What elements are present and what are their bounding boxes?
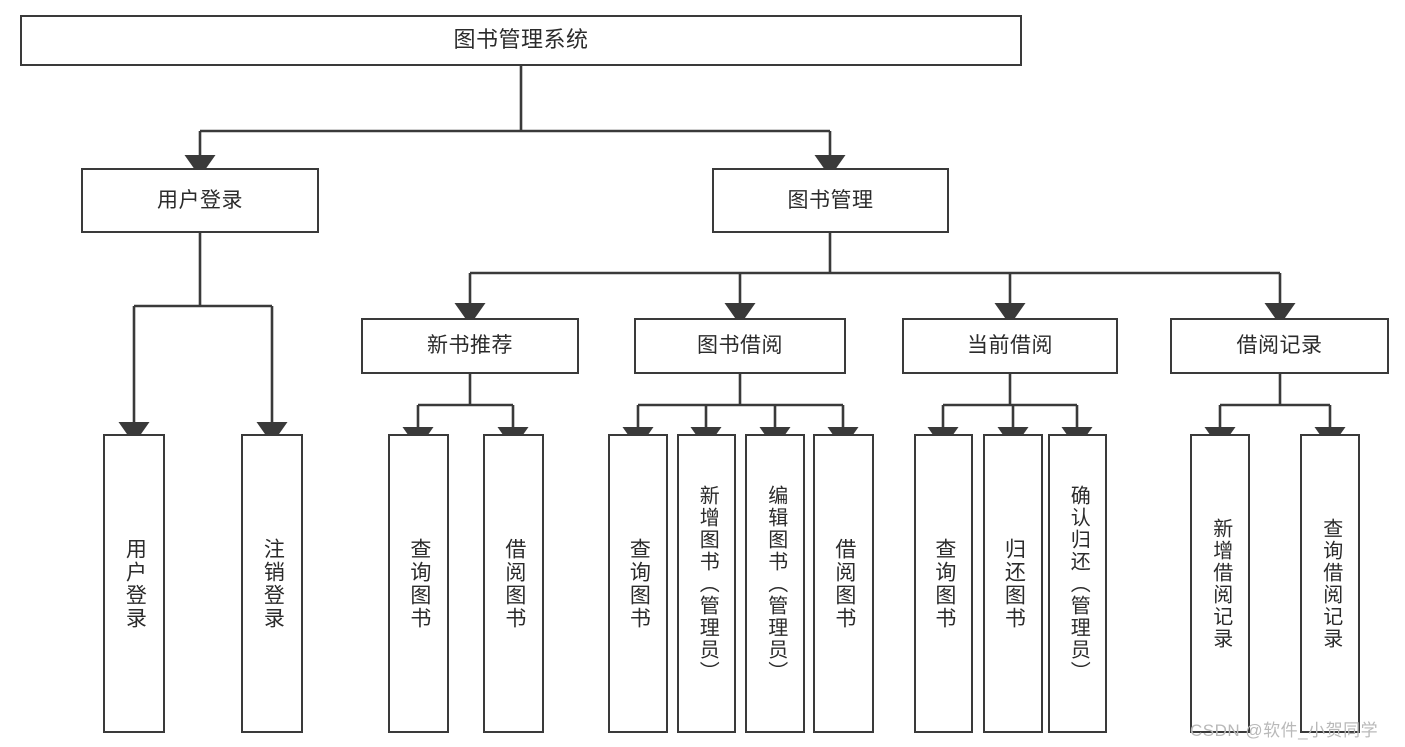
- node-label: 图书借阅: [697, 334, 783, 358]
- node-label: 新增借阅记录: [1209, 517, 1232, 650]
- node-label: 图书管理: [787, 188, 874, 212]
- node-label: 编辑图书（管理员）: [764, 484, 787, 683]
- leaf-user-login-signin[interactable]: 用户登录: [103, 434, 165, 733]
- csdn-watermark: CSDN @软件_小贺同学: [1190, 721, 1379, 740]
- leaf-current-return-book[interactable]: 归还图书: [983, 434, 1043, 733]
- node-label: 用户登录: [123, 537, 147, 630]
- node-label: 确认归还（管理员）: [1067, 484, 1090, 683]
- node-label: 借阅记录: [1236, 334, 1323, 358]
- node-label: 归还图书: [1002, 537, 1026, 630]
- node-label: 当前借阅: [967, 334, 1053, 358]
- leaf-current-query-book[interactable]: 查询图书: [914, 434, 973, 733]
- leaf-borrow-borrow-book[interactable]: 借阅图书: [813, 434, 874, 733]
- node-label: 查询图书: [932, 537, 956, 630]
- leaf-current-confirm-return-admin[interactable]: 确认归还（管理员）: [1048, 434, 1107, 733]
- leaf-new-book-query[interactable]: 查询图书: [388, 434, 449, 733]
- node-book-borrow[interactable]: 图书借阅: [634, 318, 846, 374]
- leaf-borrow-add-book-admin[interactable]: 新增图书（管理员）: [677, 434, 736, 733]
- node-label: 新书推荐: [427, 334, 513, 358]
- node-new-book-recommend[interactable]: 新书推荐: [361, 318, 579, 374]
- node-label: 新增图书（管理员）: [696, 484, 719, 683]
- node-label: 查询图书: [627, 537, 651, 630]
- leaf-records-add-record[interactable]: 新增借阅记录: [1190, 434, 1250, 733]
- leaf-borrow-query-book[interactable]: 查询图书: [608, 434, 668, 733]
- node-label: 查询图书: [407, 537, 431, 630]
- node-borrow-records[interactable]: 借阅记录: [1170, 318, 1389, 374]
- node-root-system[interactable]: 图书管理系统: [20, 15, 1022, 66]
- node-user-login[interactable]: 用户登录: [81, 168, 319, 233]
- node-label: 借阅图书: [832, 537, 856, 630]
- leaf-borrow-edit-book-admin[interactable]: 编辑图书（管理员）: [745, 434, 805, 733]
- node-current-borrow[interactable]: 当前借阅: [902, 318, 1118, 374]
- node-label: 查询借阅记录: [1319, 517, 1342, 650]
- node-label: 图书管理系统: [453, 27, 589, 53]
- node-book-management[interactable]: 图书管理: [712, 168, 949, 233]
- node-label: 用户登录: [157, 188, 243, 212]
- leaf-user-login-signout[interactable]: 注销登录: [241, 434, 303, 733]
- leaf-records-query-record[interactable]: 查询借阅记录: [1300, 434, 1360, 733]
- node-label: 注销登录: [261, 537, 285, 630]
- leaf-new-book-borrow[interactable]: 借阅图书: [483, 434, 544, 733]
- node-label: 借阅图书: [502, 537, 526, 630]
